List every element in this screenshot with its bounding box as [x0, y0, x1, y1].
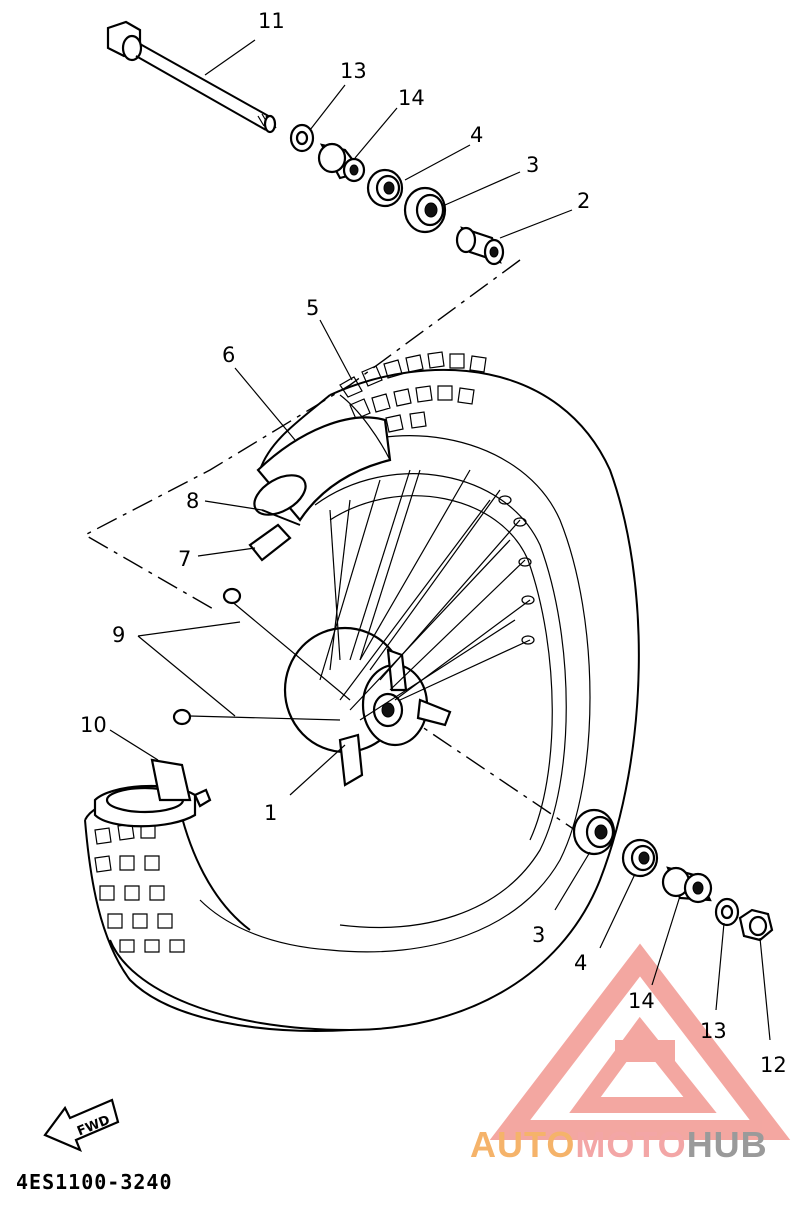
bearing-part-4-top — [366, 168, 404, 208]
callout-11: 11 — [258, 9, 285, 33]
callout-9: 9 — [112, 623, 125, 647]
bearing-part-4-bottom — [621, 838, 659, 878]
watermark-text-hub: HUB — [686, 1124, 768, 1165]
callout-13-top: 13 — [340, 59, 367, 83]
callout-14-top: 14 — [398, 86, 425, 110]
callout-3-top: 3 — [526, 153, 539, 177]
rim-lock-part-10 — [93, 758, 212, 828]
callout-3-bottom: 3 — [532, 923, 545, 947]
watermark-logo — [489, 943, 791, 1140]
collar-part-2 — [455, 226, 505, 266]
callout-12: 12 — [760, 1053, 787, 1077]
callout-4-top: 4 — [470, 123, 483, 147]
watermark-text-auto: AUTO — [470, 1124, 576, 1165]
center-lines — [83, 259, 576, 831]
callout-8: 8 — [186, 489, 199, 513]
nut-part-12 — [738, 908, 774, 942]
bearing-part-3-top — [403, 186, 447, 234]
leader-lines — [109, 39, 771, 1041]
callout-4-bottom: 4 — [574, 951, 587, 975]
callout-6: 6 — [222, 343, 235, 367]
callout-numbers: 11 13 14 4 3 2 5 6 8 7 9 10 1 3 4 14 13 … — [80, 9, 787, 1077]
callout-10: 10 — [80, 713, 107, 737]
callout-1: 1 — [264, 801, 277, 825]
fwd-arrow: FWD — [43, 1098, 120, 1153]
callout-14-bottom: 14 — [628, 989, 655, 1013]
bearing-part-3-bottom — [572, 808, 616, 856]
watermark-text-moto: MOTO — [575, 1124, 687, 1165]
wheel-assembly — [84, 351, 640, 1032]
callout-7: 7 — [178, 547, 191, 571]
spacer-part-14-bottom — [661, 866, 713, 904]
callout-5: 5 — [306, 296, 319, 320]
washer-part-13-top — [289, 123, 315, 153]
callout-13-bottom: 13 — [700, 1019, 727, 1043]
washer-part-13-bottom — [714, 897, 740, 927]
callout-2: 2 — [577, 189, 590, 213]
watermark-text: AUTOMOTOHUB — [470, 1124, 768, 1166]
document-code: 4ES1100-3240 — [16, 1170, 173, 1194]
axle-part-11 — [106, 20, 277, 134]
spacer-part-14-top — [317, 142, 366, 183]
